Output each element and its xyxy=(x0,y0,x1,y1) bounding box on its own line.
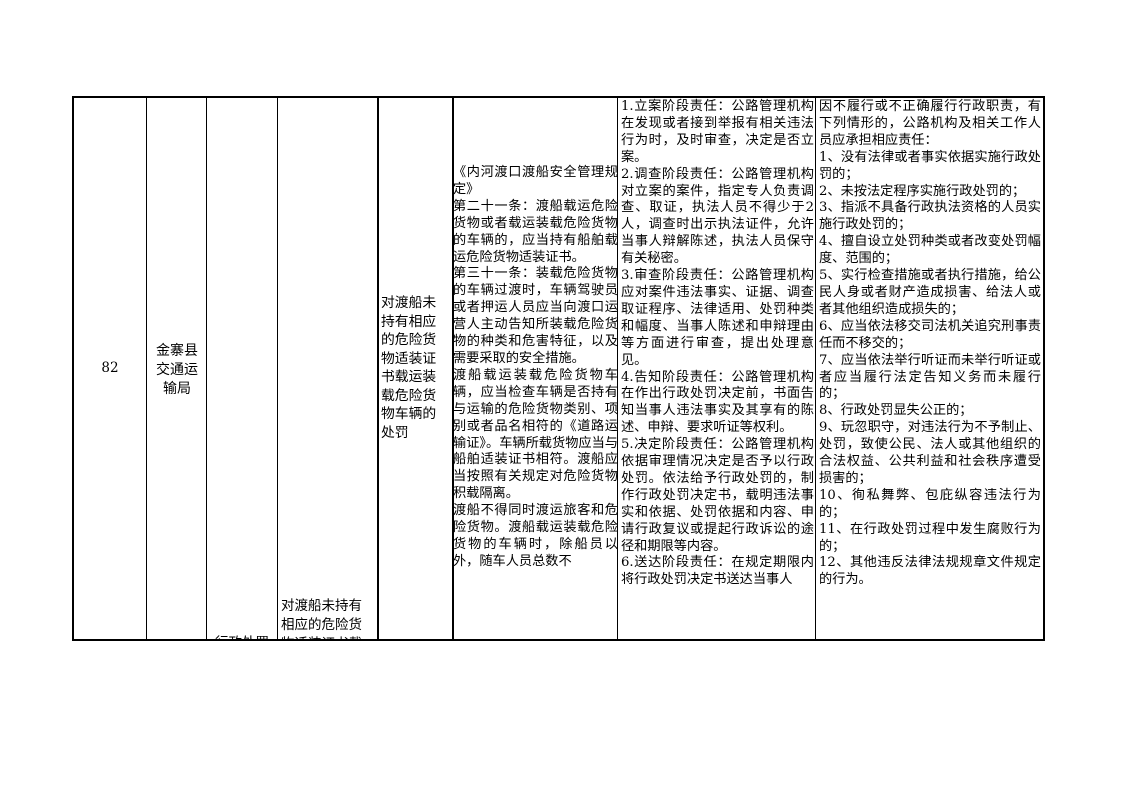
liability-item: 6、应当依法移交司法机关追究刑事责任而不移交的； xyxy=(819,318,1041,351)
legal-basis-paragraph: 渡船载运装载危险货物车辆，应当检查车辆是否持有与运输的危险货物类别、项别或者品名… xyxy=(453,367,618,502)
sub-item-name: 对渡船未持有相应的危险货物适装证书载 xyxy=(281,598,362,641)
column-divider xyxy=(146,96,147,641)
legal-basis-paragraph: 渡船不得同时渡运旅客和危险货物。渡船载运装载危险货物的车辆时，除船员以外，随车人… xyxy=(453,503,618,569)
legal-basis-cell: 《内河渡口渡船安全管理规定》 第二十一条：渡船载运危险货物或者载运装载危险货物的… xyxy=(453,96,618,641)
responsibility-item: 6.送达阶段责任：在规定期限内将行政处罚决定书送达当事人 xyxy=(621,555,814,588)
item-name-cell: 对渡船未持有相应的危险货物适装证书载运装载危险货物车辆的处罚 xyxy=(378,96,453,641)
legal-basis-article: 第二十一条：渡船载运危险货物或者载运装载危险货物的车辆的，应当持有船舶载运危险货… xyxy=(453,198,618,265)
power-type: 行政处罚 xyxy=(215,634,269,641)
row-number: 82 xyxy=(101,360,119,376)
responsibility-cell: 1.立案阶段责任：公路管理机构在发现或者接到举报有相关违法行为时，及时审查，决定… xyxy=(618,96,816,641)
liability-intro: 因不履行或不正确履行行政职责，有下列情形的，公路机构及相关工作人员应承担相应责任… xyxy=(819,99,1041,148)
column-divider xyxy=(617,96,618,641)
responsibility-list: 1.立案阶段责任：公路管理机构在发现或者接到举报有相关违法行为时，及时审查，决定… xyxy=(621,99,814,589)
table-frame xyxy=(72,96,1045,641)
legal-basis-title: 《内河渡口渡船安全管理规定》 xyxy=(453,165,618,197)
liability-item: 4、擅自设立处罚种类或者改变处罚幅度、范围的； xyxy=(819,234,1041,267)
liability-item: 9、玩忽职守，对违法行为不予制止、处罚，致使公民、法人或其他组织的合法权益、公共… xyxy=(819,420,1041,486)
liability-cell: 因不履行或不正确履行行政职责，有下列情形的，公路机构及相关工作人员应承担相应责任… xyxy=(816,96,1044,641)
legal-basis: 《内河渡口渡船安全管理规定》 第二十一条：渡船载运危险货物或者载运装载危险货物的… xyxy=(453,165,618,571)
column-divider xyxy=(277,96,278,641)
column-divider xyxy=(206,96,207,641)
liability-item: 3、指派不具备行政执法资格的人员实施行政处罚的； xyxy=(819,200,1041,233)
liability-item: 2、未按法定程序实施行政处罚的； xyxy=(819,183,1026,199)
item-name: 对渡船未持有相应的危险货物适装证书载运装载危险货物车辆的处罚 xyxy=(381,295,437,441)
legal-basis-article: 第三十一条：装载危险货物的车辆过渡时，车辆驾驶员或者押运人员应当向渡口运营人主动… xyxy=(453,266,618,366)
column-divider xyxy=(377,96,379,641)
liability-item: 5、实行检查措施或者执行措施，给公民人身或者财产造成损害、给法人或者其他组织造成… xyxy=(819,268,1041,317)
liability-list: 因不履行或不正确履行行政职责，有下列情形的，公路机构及相关工作人员应承担相应责任… xyxy=(819,99,1041,589)
liability-item: 8、行政处罚显失公正的； xyxy=(819,403,973,419)
liability-item: 11、在行政处罚过程中发生腐败行为的； xyxy=(819,521,1041,554)
column-divider xyxy=(815,96,816,641)
responsibility-item: 4.告知阶段责任：公路管理机构在作出行政处罚决定前，书面告知当事人违法事实及其享… xyxy=(621,369,814,436)
liability-item: 7、应当依法举行听证而未举行听证或者应当履行法定告知义务而未履行的； xyxy=(819,352,1041,402)
liability-item: 10、徇私舞弊、包庇纵容违法行为的； xyxy=(819,487,1041,520)
department-name: 金寨县交通运输局 xyxy=(148,342,206,399)
responsibility-item: 2.调查阶段责任：公路管理机构对立案的案件，指定专人负责调查、取证，执法人员不得… xyxy=(621,166,814,267)
responsibility-item: 5.决定阶段责任：公路管理机构依据审理情况决定是否予以行政处罚。依法给予行政处罚… xyxy=(621,437,814,554)
responsibility-item: 1.立案阶段责任：公路管理机构在发现或者接到举报有相关违法行为时，及时审查，决定… xyxy=(621,99,814,165)
column-divider xyxy=(452,96,454,641)
department-text: 金寨县交通运输局 xyxy=(156,343,198,397)
responsibility-item: 3.审查阶段责任：公路管理机构应对案件违法事实、证据、调查取证程序、法律适用、处… xyxy=(621,268,814,368)
liability-item: 1、没有法律或者事实依据实施行政处罚的； xyxy=(819,149,1041,182)
power-type-cell: 行政处罚 xyxy=(206,96,276,641)
liability-item: 12、其他违反法律法规规章文件规定的行为。 xyxy=(819,555,1041,588)
sub-item-cell: 对渡船未持有相应的危险货物适装证书载 xyxy=(278,96,378,641)
